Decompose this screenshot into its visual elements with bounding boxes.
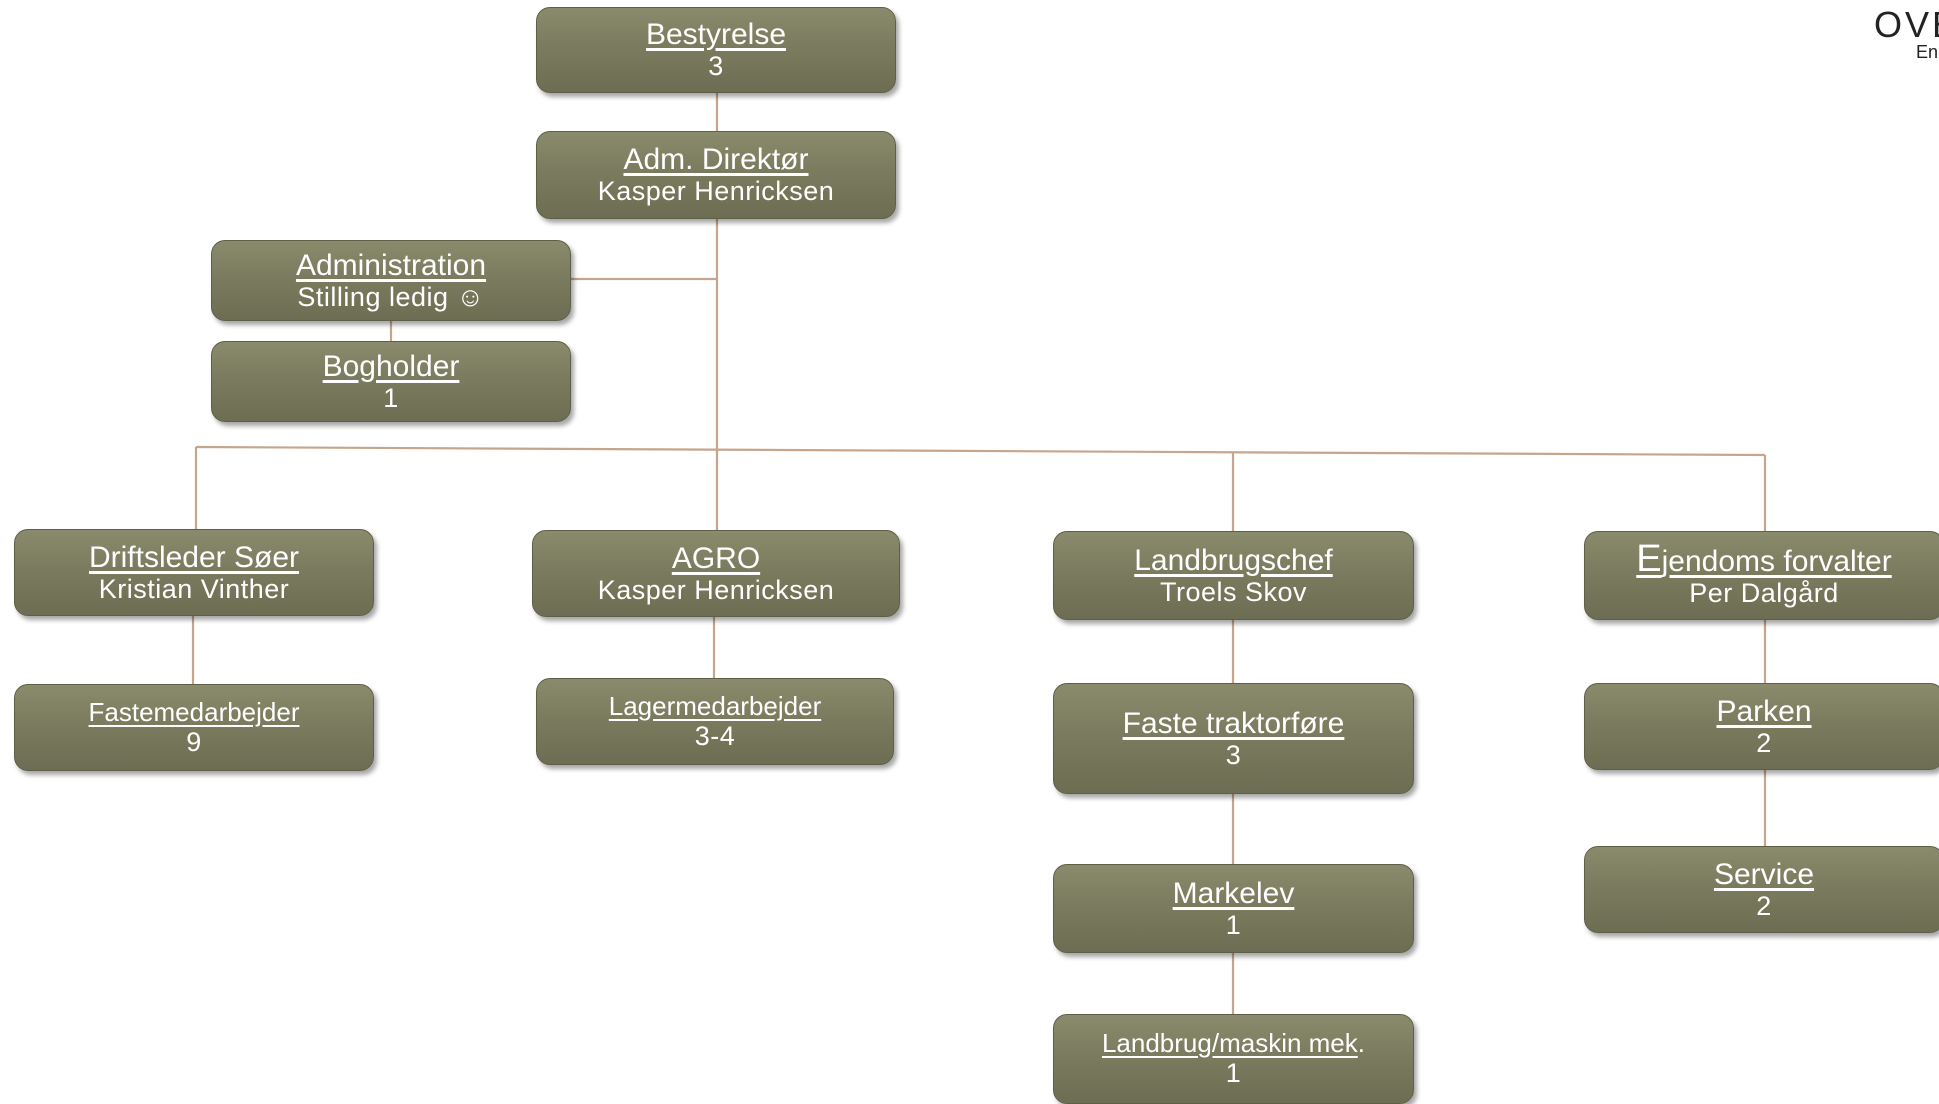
node-parken: Parken 2: [1584, 683, 1939, 770]
node-count: 3: [1225, 739, 1242, 770]
node-count: 3-4: [694, 720, 736, 751]
node-title: Landbrugschef: [1134, 543, 1333, 577]
node-landbrug-maskin-mek: Landbrug/maskin mek. 1: [1053, 1014, 1414, 1104]
node-landbrugschef: Landbrugschef Troels Skov: [1053, 531, 1414, 620]
node-count: 9: [186, 726, 202, 757]
node-count: 1: [383, 382, 399, 413]
node-markelev: Markelev 1: [1053, 864, 1414, 953]
node-title-initial: E: [1636, 537, 1662, 580]
node-title: Bogholder: [322, 349, 460, 383]
node-count: 1: [1225, 1058, 1242, 1088]
node-title: AGRO: [671, 541, 761, 575]
node-title: Parken: [1716, 694, 1812, 728]
node-bogholder: Bogholder 1: [211, 341, 571, 422]
node-status: Stilling ledig ☺: [297, 281, 485, 312]
node-person: Troels Skov: [1159, 576, 1308, 607]
logo-text: OVE: [1874, 4, 1939, 45]
corner-logo: OVE En: [1870, 4, 1939, 64]
logo-subtext: En: [1916, 42, 1939, 62]
node-lagermedarbejder: Lagermedarbejder 3-4: [536, 678, 894, 765]
node-person: Kasper Henricksen: [597, 574, 835, 605]
node-adm-direktor: Adm. Direktør Kasper Henricksen: [536, 131, 896, 219]
node-title: Service: [1713, 857, 1815, 891]
node-agro: AGRO Kasper Henricksen: [532, 530, 900, 617]
node-driftsleder-soer: Driftsleder Søer Kristian Vinther: [14, 529, 374, 616]
node-bestyrelse: Bestyrelse 3: [536, 7, 896, 93]
node-title-row: Ejendoms forvalter: [1636, 540, 1892, 578]
node-title: Administration: [295, 248, 487, 282]
node-count: 2: [1756, 727, 1772, 758]
connector-horizontal-bus: [195, 445, 1766, 457]
node-fastemedarbejder: Fastemedarbejder 9: [14, 684, 374, 771]
node-person: Per Dalgård: [1689, 577, 1839, 608]
node-title: Fastemedarbejder: [88, 696, 300, 727]
node-faste-traktorfore: Faste traktorføre 3: [1053, 683, 1414, 794]
node-count: 3: [708, 51, 724, 81]
node-service: Service 2: [1584, 846, 1939, 933]
node-title: Lagermedarbejder: [608, 690, 822, 721]
node-count: 1: [1225, 909, 1242, 940]
node-ejendoms-forvalter: Ejendoms forvalter Per Dalgård: [1584, 531, 1939, 620]
node-title: Bestyrelse: [645, 18, 787, 51]
node-title-suffix: .: [1357, 1028, 1366, 1058]
node-title: jendoms forvalter: [1661, 544, 1892, 578]
node-title: Markelev: [1172, 876, 1295, 910]
node-administration: Administration Stilling ledig ☺: [211, 240, 571, 321]
node-title: Adm. Direktør: [623, 143, 809, 176]
node-title: Faste traktorføre: [1122, 706, 1345, 740]
node-title-row: Landbrug/maskin mek.: [1102, 1029, 1365, 1058]
node-person: Kristian Vinther: [98, 573, 290, 604]
node-title: Landbrug/maskin mek: [1101, 1028, 1358, 1058]
node-count: 2: [1756, 890, 1772, 921]
node-person: Kasper Henricksen: [597, 176, 835, 206]
node-title: Driftsleder Søer: [88, 540, 300, 574]
